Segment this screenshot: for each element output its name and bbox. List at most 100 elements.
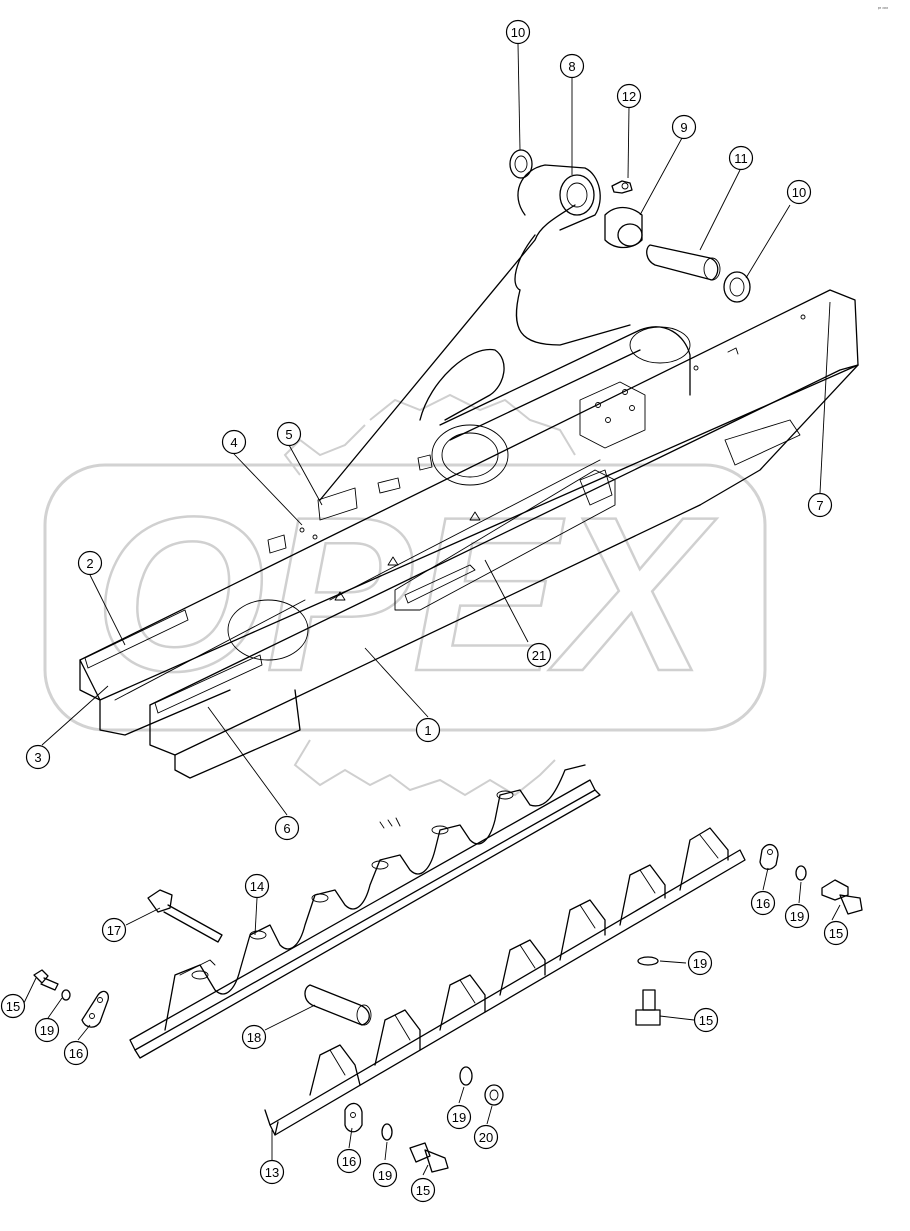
callout-circle: [671, 114, 697, 140]
callout-label: 16: [756, 896, 770, 911]
callout-circle: [276, 421, 302, 447]
callout-10: 10: [786, 179, 812, 205]
callout-circle: [63, 1040, 89, 1066]
callout-19: 19: [372, 1162, 398, 1188]
callout-circle: [221, 429, 247, 455]
callout-12: 12: [616, 83, 642, 109]
callout-circle: [687, 950, 713, 976]
callout-label: 18: [247, 1030, 261, 1045]
callout-17: 17: [101, 917, 127, 943]
callout-7: 7: [807, 492, 833, 518]
callout-label: 13: [265, 1165, 279, 1180]
callout-circle: [244, 873, 270, 899]
callout-8: 8: [559, 53, 585, 79]
callout-circle: [241, 1024, 267, 1050]
callout-circle: [372, 1162, 398, 1188]
callout-19: 19: [687, 950, 713, 976]
hardware-right: [635, 843, 863, 1026]
watermark-frame: [43, 463, 767, 732]
callout-20: 20: [473, 1124, 499, 1150]
callout-label: 19: [378, 1168, 392, 1183]
callout-circle: [784, 903, 810, 929]
callout-circle: [0, 993, 26, 1019]
callout-label: 14: [250, 879, 264, 894]
callout-circle: [786, 179, 812, 205]
short-pin: [304, 984, 372, 1026]
callout-21: 21: [526, 642, 552, 668]
callout-label: 15: [829, 926, 843, 941]
corner-mark: ᵖʳ ᵒᵒᵒ: [878, 6, 888, 12]
washer-left: [509, 149, 533, 179]
callout-5: 5: [276, 421, 302, 447]
callout-bubbles: 1234567891010111213141515151516161617181…: [0, 19, 849, 1203]
callout-circle: [259, 1159, 285, 1185]
callout-15: 15: [410, 1177, 436, 1203]
callout-15: 15: [693, 1007, 719, 1033]
track-guide-lower: [264, 827, 746, 1136]
callout-10: 10: [505, 19, 531, 45]
callout-9: 9: [671, 114, 697, 140]
watermark-text: OPEX: [94, 471, 717, 717]
callout-11: 11: [728, 145, 754, 171]
callout-circle: [823, 920, 849, 946]
callout-circle: [526, 642, 552, 668]
callout-label: 9: [680, 120, 687, 135]
callout-16: 16: [63, 1040, 89, 1066]
hardware-left: [33, 969, 109, 1028]
callout-circle: [728, 145, 754, 171]
callout-15: 15: [823, 920, 849, 946]
callout-circle: [559, 53, 585, 79]
callout-label: 19: [452, 1110, 466, 1125]
cylinder-housing: [319, 204, 691, 501]
callout-label: 2: [86, 556, 93, 571]
callout-label: 5: [285, 427, 292, 442]
callout-label: 19: [40, 1023, 54, 1038]
callout-circle: [34, 1017, 60, 1043]
callout-label: 21: [532, 648, 546, 663]
callout-19: 19: [446, 1104, 472, 1130]
callout-label: 12: [622, 89, 636, 104]
bushing: [604, 206, 643, 249]
callout-label: 11: [734, 151, 748, 166]
callout-3: 3: [25, 744, 51, 770]
arm-lug: [517, 164, 601, 231]
callout-18: 18: [241, 1024, 267, 1050]
callout-label: 20: [479, 1130, 493, 1145]
callout-16: 16: [750, 890, 776, 916]
callout-15: 15: [0, 993, 26, 1019]
callout-circle: [750, 890, 776, 916]
callout-circle: [77, 550, 103, 576]
callout-circle: [101, 917, 127, 943]
callout-label: 8: [568, 59, 575, 74]
callout-label: 7: [816, 498, 823, 513]
callout-circle: [410, 1177, 436, 1203]
callout-label: 16: [342, 1154, 356, 1169]
opex-watermark: OPEX: [43, 393, 767, 797]
callout-19: 19: [34, 1017, 60, 1043]
callout-circle: [807, 492, 833, 518]
callout-circle: [274, 815, 300, 841]
callout-circle: [25, 744, 51, 770]
washer-right: [723, 271, 751, 303]
callout-14: 14: [244, 873, 270, 899]
callout-circle: [693, 1007, 719, 1033]
callout-circle: [415, 717, 441, 743]
callout-label: 15: [416, 1183, 430, 1198]
callout-label: 6: [283, 821, 290, 836]
watermark-gear: [283, 393, 576, 797]
callout-16: 16: [336, 1148, 362, 1174]
callout-label: 19: [693, 956, 707, 971]
callout-circle: [505, 19, 531, 45]
callout-label: 10: [511, 25, 525, 40]
callout-13: 13: [259, 1159, 285, 1185]
callout-circle: [616, 83, 642, 109]
track-guide-upper: [129, 764, 601, 1059]
callout-label: 3: [34, 750, 41, 765]
callout-circle: [336, 1148, 362, 1174]
callout-label: 1: [424, 723, 431, 738]
callout-1: 1: [415, 717, 441, 743]
callout-6: 6: [274, 815, 300, 841]
callout-label: 17: [107, 923, 121, 938]
